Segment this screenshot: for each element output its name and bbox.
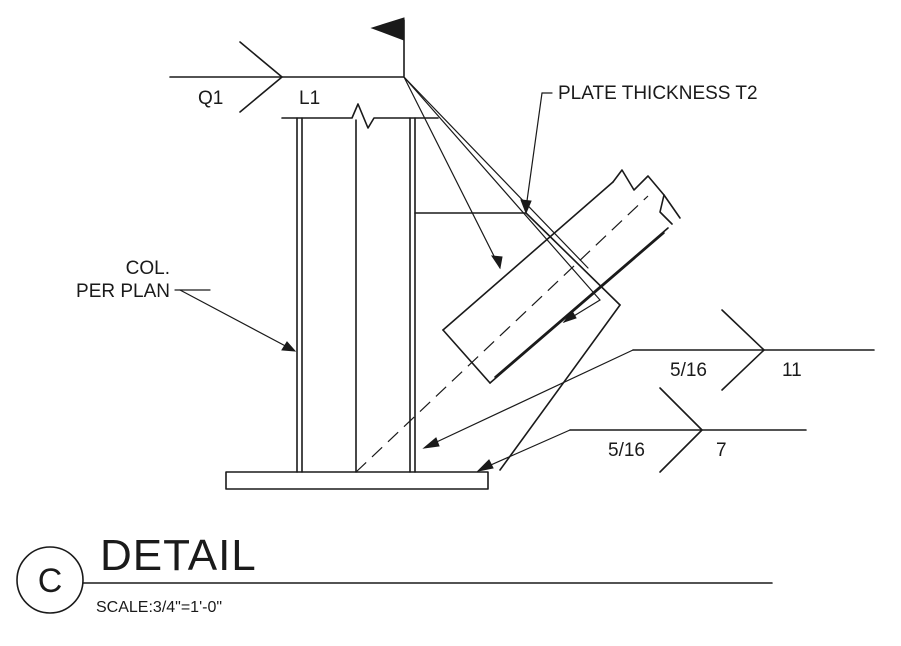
weld-symbol-lower — [476, 387, 807, 473]
brace-edge-upper — [442, 181, 614, 331]
arrowhead-icon — [281, 341, 297, 352]
arrowhead-icon — [476, 459, 494, 472]
field-weld-flag-icon — [370, 17, 405, 41]
detail-scale: SCALE:3/4"=1'-0" — [96, 599, 222, 616]
detail-bubble — [16, 546, 84, 614]
brace-edge-lower — [489, 232, 665, 384]
brace-edge-lower-inner — [494, 227, 669, 378]
column-label-line1: COL. — [126, 258, 170, 279]
detail-bubble-letter: C — [38, 562, 63, 600]
arrowhead-icon — [422, 437, 440, 449]
base-plate — [225, 471, 489, 490]
brace-break-line — [612, 169, 673, 225]
diagonal-brace — [355, 169, 681, 473]
gusset-diagonal-edge — [525, 212, 621, 306]
weld-size-upper: 5/16 — [670, 360, 707, 381]
fillet-weld-triangle-icon — [239, 41, 283, 113]
plate-thickness-label: PLATE THICKNESS T2 — [558, 83, 758, 104]
arrowhead-icon — [490, 255, 503, 270]
weld-length-upper: 11 — [782, 360, 802, 381]
arrowhead-icon — [562, 310, 577, 323]
leader-to-gusset-corner — [403, 76, 601, 301]
weld-leader-lower — [483, 429, 571, 469]
weld-label-q1: Q1 — [198, 88, 223, 109]
fillet-weld-triangle-icon — [659, 387, 703, 473]
weld-length-lower: 7 — [716, 440, 727, 461]
column-break-line — [281, 103, 439, 129]
leader-to-brace — [403, 76, 501, 269]
gusset-plate — [414, 212, 621, 471]
leader-line — [525, 92, 543, 209]
brace-end — [442, 329, 491, 384]
weld-leader-upper — [427, 349, 634, 447]
leader-line — [179, 289, 294, 351]
weld-label-l1: L1 — [299, 88, 320, 109]
column — [281, 103, 439, 473]
leader-to-gusset — [403, 76, 589, 269]
column-label-line2: PER PLAN — [76, 281, 170, 302]
brace-break-tail — [663, 194, 681, 219]
column-leader — [174, 289, 297, 352]
weld-symbol-upper — [422, 309, 875, 449]
title-block: C DETAIL SCALE:3/4"=1'-0" — [16, 531, 773, 616]
brace-centerline — [355, 195, 649, 473]
weld-symbol-top — [169, 17, 601, 323]
plate-thickness-leader — [520, 92, 553, 215]
weld-size-lower: 5/16 — [608, 440, 645, 461]
detail-title: DETAIL — [100, 531, 257, 580]
arrowhead-icon — [520, 199, 532, 215]
gusset-lower-edge — [499, 304, 621, 471]
fillet-weld-triangle-icon — [721, 309, 765, 391]
